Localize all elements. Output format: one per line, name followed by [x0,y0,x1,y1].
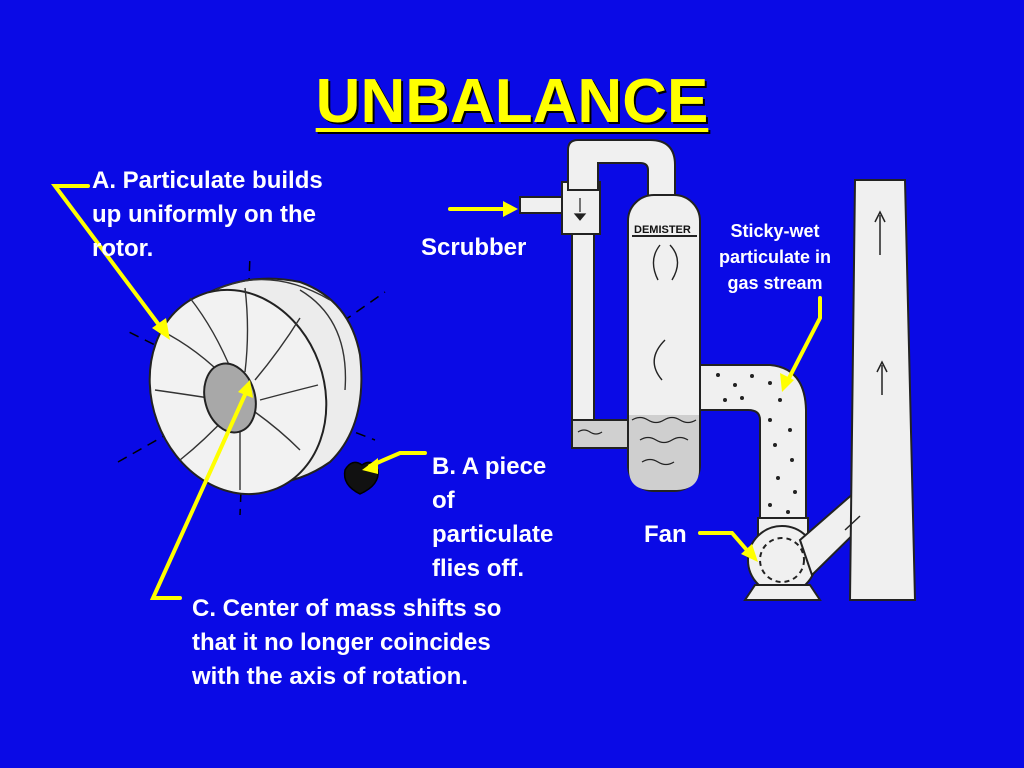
label-fan: Fan [644,521,687,548]
label-c-line: that it no longer coincides [192,629,491,656]
label-b-line: B. A piece [432,453,547,480]
label-sticky-line: particulate in [718,247,832,267]
slide-title: UNBALANCE [315,67,709,136]
label-a-particulate-builds: A. Particulate builds up uniformly on th… [92,164,392,266]
label-sticky-line: gas stream [727,273,823,293]
pointer-arrowheads [152,201,794,562]
label-scrubber: Scrubber [421,234,527,261]
label-b-line: of [432,487,455,514]
rotor-drawing [117,254,386,516]
label-c-center-of-mass: C. Center of mass shifts so that it no l… [192,592,592,694]
label-c-line: with the axis of rotation. [192,663,469,690]
label-sticky-wet-particulate: Sticky-wet particulate in gas stream [700,218,850,296]
label-a-line: rotor. [92,235,154,262]
demister-label: DEMISTER [634,224,691,236]
label-sticky-line: Sticky-wet [730,221,820,241]
label-b-line: flies off. [432,555,525,582]
pointer-lines [51,184,822,600]
label-a-line: A. Particulate builds [92,167,323,194]
label-b-line: particulate [432,521,554,548]
label-a-line: up uniformly on the [92,201,316,228]
label-c-line: C. Center of mass shifts so [192,595,502,622]
scrubber-drawing [519,139,917,601]
label-b-piece-flies-off: B. A piece of particulate flies off. [432,450,592,586]
